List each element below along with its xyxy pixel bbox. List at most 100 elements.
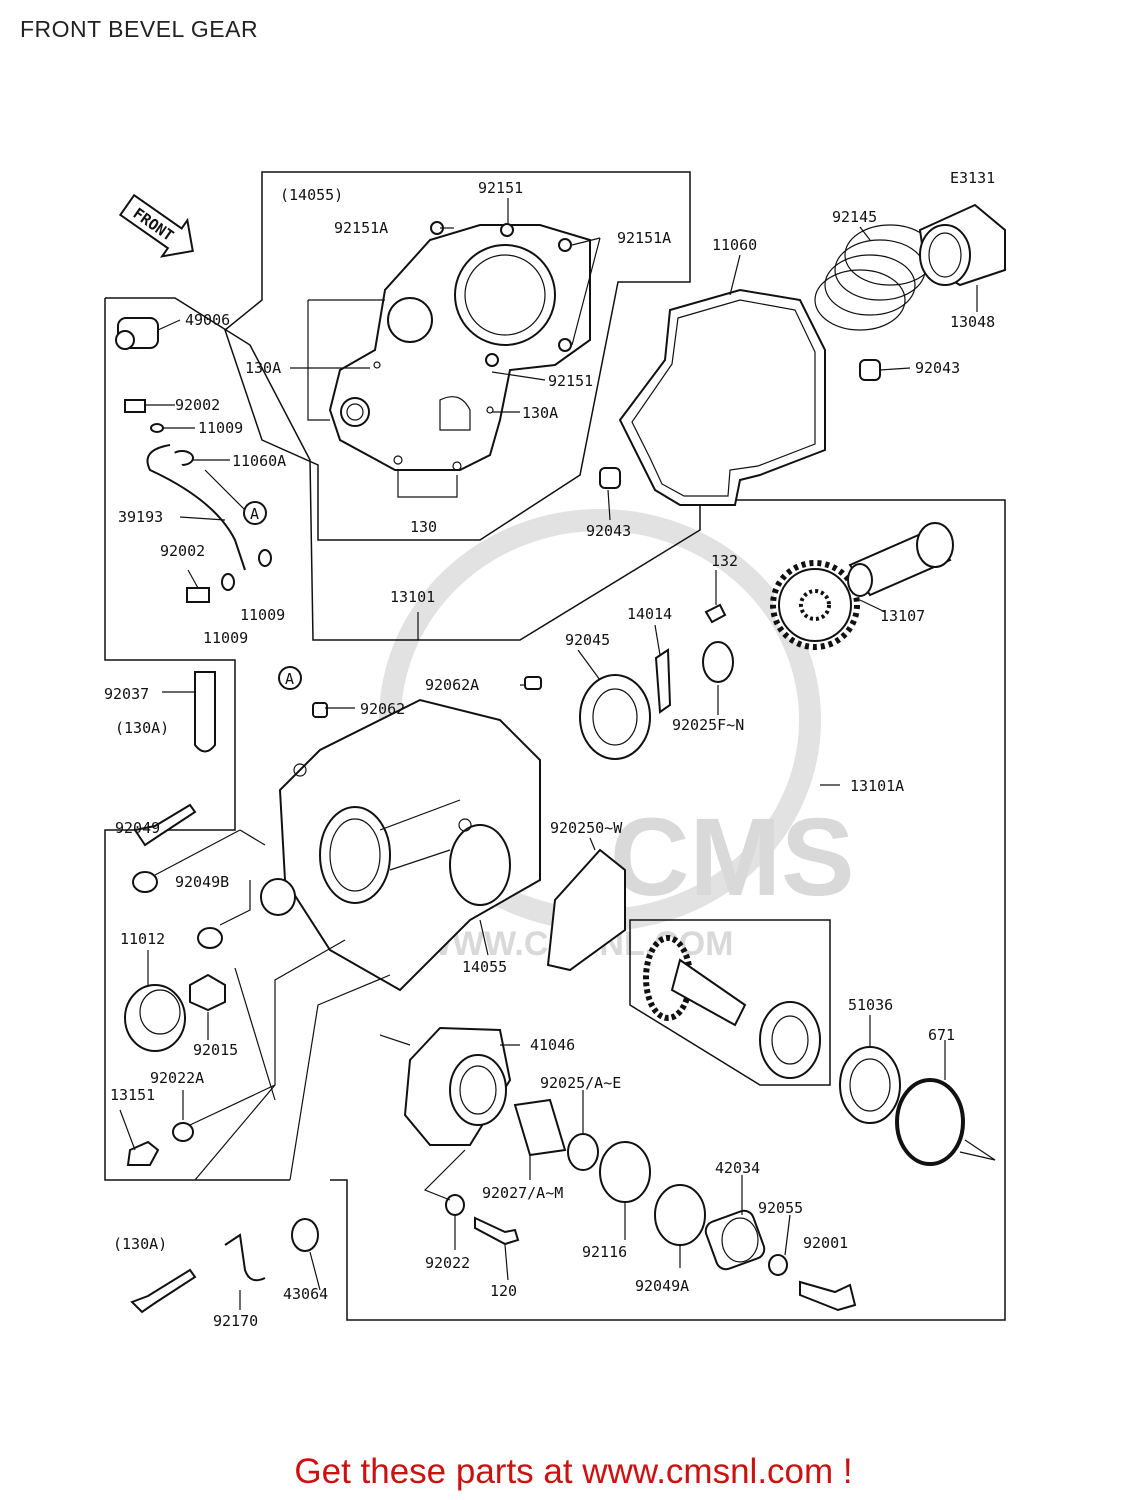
bearing-92049B — [260, 878, 296, 916]
label-130A-left: 130A — [245, 359, 281, 377]
label-42034: 42034 — [715, 1159, 760, 1177]
callout-a-2: A — [278, 666, 302, 690]
label-92145: 92145 — [832, 208, 877, 226]
label-43064: 43064 — [283, 1285, 328, 1303]
label-14055-group: (14055) — [280, 186, 343, 204]
watermark-logo: CMS — [610, 796, 854, 919]
bolt-132 — [704, 603, 727, 624]
part-13048 — [918, 203, 1006, 287]
label-92027AM: 92027/A~M — [482, 1184, 563, 1202]
label-92025FN: 92025F~N — [672, 716, 744, 734]
bolt-130A-2 — [130, 1268, 197, 1314]
label-92022A: 92022A — [150, 1069, 204, 1087]
label-49006: 49006 — [185, 311, 230, 329]
callout-a-1: A — [243, 501, 267, 525]
label-92045: 92045 — [565, 631, 610, 649]
footer-link-text[interactable]: Get these parts at www.cmsnl.com ! — [294, 1452, 853, 1491]
label-92151-top: 92151 — [478, 179, 523, 197]
dowel-92043-top — [859, 359, 881, 381]
label-11012: 11012 — [120, 930, 165, 948]
group-outlines — [104, 171, 1006, 1321]
label-92151A-left: 92151A — [334, 219, 388, 237]
label-92055: 92055 — [758, 1199, 803, 1217]
label-120: 120 — [490, 1282, 517, 1300]
bevel-gear — [643, 935, 747, 1027]
clamp-92170 — [224, 1233, 266, 1282]
label-41046: 41046 — [530, 1036, 575, 1054]
washer-92022A — [172, 1122, 194, 1142]
seal-92049 — [132, 871, 158, 893]
bolt-130A-1 — [133, 803, 197, 847]
gasket-11060 — [618, 288, 826, 506]
shim-92025AE — [567, 1133, 599, 1171]
label-92015: 92015 — [193, 1041, 238, 1059]
label-130: 130 — [410, 518, 437, 536]
label-13151: 13151 — [110, 1086, 155, 1104]
bearing-13101A — [759, 1001, 821, 1079]
part-49006 — [115, 317, 159, 350]
label-92043-top: 92043 — [915, 359, 960, 377]
label-13101: 13101 — [390, 588, 435, 606]
label-130A-paren-2: (130A) — [113, 1235, 167, 1253]
label-92025AE: 92025/A~E — [540, 1074, 621, 1092]
label-14055: 14055 — [462, 958, 507, 976]
label-92170: 92170 — [213, 1312, 258, 1330]
washer-11009-r — [258, 549, 272, 567]
label-920250W: 920250~W — [550, 819, 623, 837]
label-14014: 14014 — [627, 605, 672, 623]
case-14055 — [278, 698, 541, 992]
label-11009-top: 11009 — [198, 419, 243, 437]
label-671: 671 — [928, 1026, 955, 1044]
label-92002-top: 92002 — [175, 396, 220, 414]
leader-lines — [119, 198, 996, 1310]
plug-92062 — [312, 702, 328, 718]
label-130A-paren-1: (130A) — [115, 719, 169, 737]
label-39193: 39193 — [118, 508, 163, 526]
front-arrow-icon: FRONT — [118, 193, 194, 258]
dowel-92043-bot — [599, 467, 621, 489]
shaft-13107 — [847, 522, 954, 597]
plate-14014 — [654, 648, 672, 714]
bolt-92002-bot — [186, 587, 210, 603]
bolt-92001 — [799, 1280, 857, 1312]
housing-41046 — [403, 1026, 512, 1146]
bearing-92045 — [579, 674, 651, 760]
bolt-92002-top — [124, 399, 146, 413]
label-92002-bot: 92002 — [160, 542, 205, 560]
label-92151-mid: 92151 — [548, 372, 593, 390]
label-13048: 13048 — [950, 313, 995, 331]
label-92049B: 92049B — [175, 873, 229, 891]
gasket-920250W — [546, 848, 626, 972]
spring-92145 — [814, 224, 936, 331]
washer-92022 — [445, 1194, 465, 1216]
grommet-43064 — [291, 1218, 319, 1252]
label-92043-bot: 92043 — [586, 522, 631, 540]
label-92022: 92022 — [425, 1254, 470, 1272]
label-92001: 92001 — [803, 1234, 848, 1252]
nut-92015 — [189, 973, 226, 1012]
label-51036: 51036 — [848, 996, 893, 1014]
sensor-13151 — [126, 1140, 160, 1166]
washer-11009-top — [150, 423, 164, 433]
svg-text:A: A — [250, 505, 259, 523]
diagram-code: E3131 — [950, 169, 995, 187]
cap-11012 — [124, 984, 186, 1052]
oring-92055 — [768, 1254, 788, 1276]
cover-14055 — [328, 221, 591, 471]
label-11060A: 11060A — [232, 452, 286, 470]
label-92116: 92116 — [582, 1243, 627, 1261]
label-11009-b: 11009 — [203, 629, 248, 647]
sprocket — [770, 560, 860, 650]
bracket-92037 — [194, 671, 216, 753]
label-13107: 13107 — [880, 607, 925, 625]
seal-92049A — [654, 1184, 706, 1246]
label-11009-r: 11009 — [240, 606, 285, 624]
pipe-39193 — [146, 444, 246, 571]
collar-92027AM — [513, 1098, 567, 1157]
gear-42034 — [704, 1209, 766, 1271]
label-92062A: 92062A — [425, 676, 479, 694]
label-130A-right: 130A — [522, 404, 558, 422]
label-132: 132 — [711, 552, 738, 570]
plug-92062A — [524, 676, 542, 690]
